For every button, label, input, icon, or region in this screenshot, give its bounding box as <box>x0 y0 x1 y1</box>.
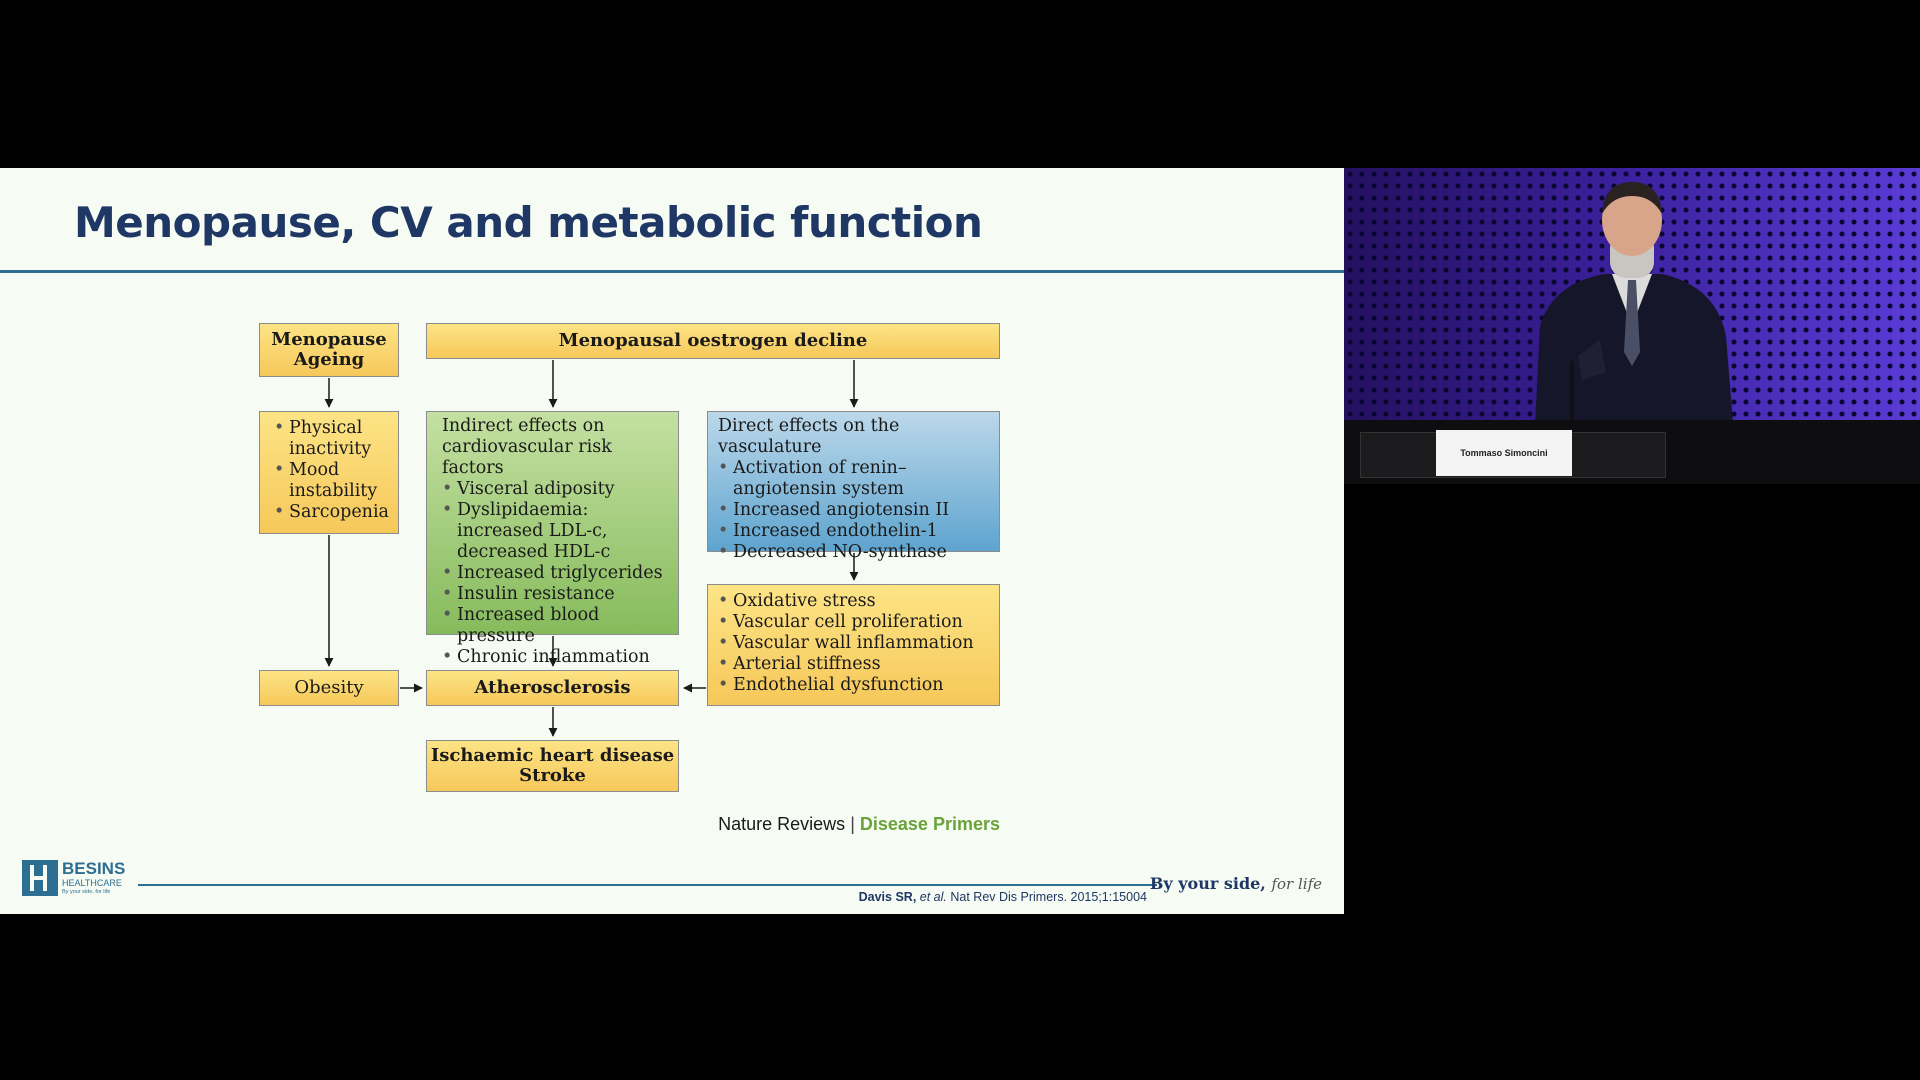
vascular-effects-list: Oxidative stress Vascular cell prolifera… <box>718 591 993 696</box>
list-item: Endothelial dysfunction <box>718 675 993 696</box>
list-item: Increased angiotensin II <box>718 500 993 521</box>
obesity-box: Obesity <box>259 670 399 706</box>
logo-name: BESINS <box>62 859 126 878</box>
speaker-video-feed: Tommaso Simoncini <box>1344 168 1920 484</box>
list-item: Decreased NO-synthase <box>718 542 993 563</box>
list-item: Increased blood pressure <box>442 605 670 647</box>
tagline: By your side, for life <box>1150 874 1322 893</box>
slide-title: Menopause, CV and metabolic function <box>74 198 983 247</box>
citation-source: Nat Rev Dis Primers. 2015;1:15004 <box>950 890 1147 904</box>
ageing-label: Ageing <box>293 349 365 370</box>
list-item: Oxidative stress <box>718 591 993 612</box>
logo-subtitle: HEALTHCARE <box>62 878 122 888</box>
citation-etal: et al. <box>919 890 947 904</box>
list-item: Vascular wall inflammation <box>718 633 993 654</box>
indirect-heading-line: cardiovascular risk factors <box>442 437 612 478</box>
list-item: Increased triglycerides <box>442 563 670 584</box>
tagline-main: By your side, <box>1149 874 1266 893</box>
list-item: Activation of renin–angiotensin system <box>718 458 993 500</box>
menopause-ageing-box: Menopause Ageing <box>259 323 399 377</box>
obesity-label: Obesity <box>294 677 364 698</box>
list-item: Insulin resistance <box>442 584 670 605</box>
list-item: Arterial stiffness <box>718 654 993 675</box>
list-item: Physical inactivity <box>274 418 390 460</box>
outcome-label: Ischaemic heart disease <box>430 745 675 766</box>
list-item: Vascular cell proliferation <box>718 612 993 633</box>
besins-logo: BESINS HEALTHCARE By your side, for life <box>22 860 132 902</box>
atherosclerosis-box: Atherosclerosis <box>426 670 679 706</box>
outcome-label: Stroke <box>519 765 586 786</box>
indirect-effects-heading: Indirect effects on cardiovascular risk … <box>442 416 670 479</box>
presentation-slide: Menopause, CV and metabolic function Men… <box>0 168 1344 914</box>
list-item: Dyslipidaemia: increased LDL-c, decrease… <box>442 500 670 563</box>
citation: Davis SR, et al. Nat Rev Dis Primers. 20… <box>859 890 1147 904</box>
footer-divider <box>138 884 1157 886</box>
vascular-effects-box: Oxidative stress Vascular cell prolifera… <box>707 584 1000 706</box>
atherosclerosis-label: Atherosclerosis <box>474 677 631 698</box>
menopause-label: Menopause <box>271 329 387 350</box>
outcomes-box: Ischaemic heart disease Stroke <box>426 740 679 792</box>
oestrogen-decline-box: Menopausal oestrogen decline <box>426 323 1000 359</box>
oestrogen-decline-label: Menopausal oestrogen decline <box>558 330 868 351</box>
direct-effects-box: Direct effects on the vasculature Activa… <box>707 411 1000 563</box>
citation-authors: Davis SR, <box>858 890 917 904</box>
list-item: Increased endothelin-1 <box>718 521 993 542</box>
direct-effects-list: Activation of renin–angiotensin system I… <box>718 458 993 563</box>
list-item: Mood instability <box>274 460 390 502</box>
besins-logo-icon <box>22 860 58 896</box>
lifestyle-factors-list: Physical inactivity Mood instability Sar… <box>274 418 390 523</box>
diagram-arrows <box>324 360 859 737</box>
credit-series: Disease Primers <box>859 814 1000 834</box>
source-credit: Nature Reviews | Disease Primers <box>718 814 1000 835</box>
direct-effects-heading: Direct effects on the vasculature <box>718 416 900 457</box>
title-divider <box>0 270 1344 273</box>
indirect-heading-line: Indirect effects on <box>442 416 605 436</box>
list-item: Sarcopenia <box>274 502 390 523</box>
indirect-effects-box: Indirect effects on cardiovascular risk … <box>426 411 679 668</box>
logo-tagline: By your side, for life <box>62 889 111 895</box>
speaker-nameplate: Tommaso Simoncini <box>1436 430 1572 476</box>
credit-journal: Nature Reviews <box>718 814 846 834</box>
tagline-script: for life <box>1271 875 1322 893</box>
credit-separator: | <box>850 814 855 834</box>
list-item: Visceral adiposity <box>442 479 670 500</box>
lifestyle-factors-box: Physical inactivity Mood instability Sar… <box>259 411 399 534</box>
